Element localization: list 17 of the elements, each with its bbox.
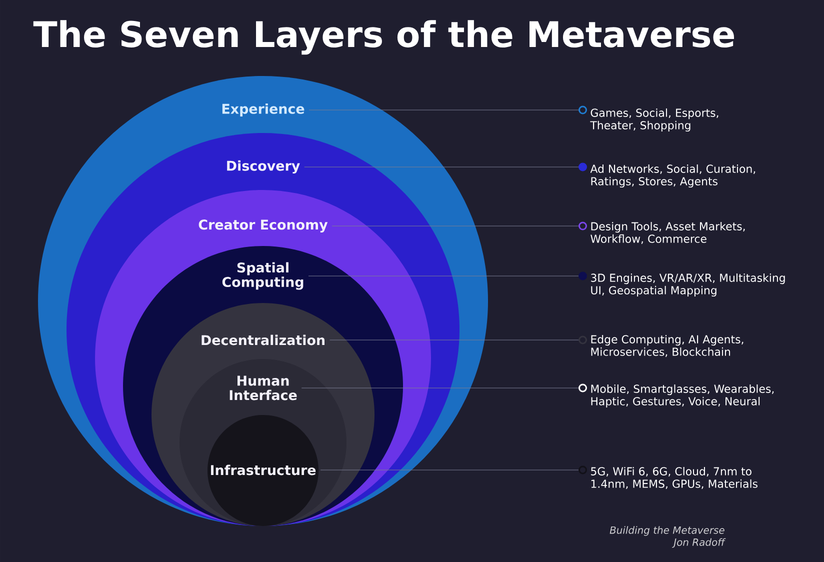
description-text: Edge Computing, AI Agents, Microservices, Blockchain bbox=[591, 334, 744, 357]
leader-line bbox=[332, 222, 588, 230]
leader-line bbox=[304, 162, 588, 172]
description-text: 5G, WiFi 6, 6G, Cloud, 7nm to 1.4nm, MEMS, GPUs, Materials bbox=[591, 466, 758, 489]
description-text: Design Tools, Asset Markets, Workflow, Commerce bbox=[590, 222, 745, 244]
description-text: 3D Engines, VR/AR/XR, Multitasking UI, Geospatial Mapping bbox=[591, 273, 785, 297]
leader-line bbox=[308, 272, 588, 280]
credit-text: Jon Radoff bbox=[672, 538, 726, 548]
description-text: Games, Social, Esports, Theater, Shopping bbox=[590, 108, 718, 132]
leader-line bbox=[308, 106, 588, 114]
leader-line bbox=[301, 384, 588, 392]
title: The Seven Layers of the Metaverse bbox=[33, 20, 734, 55]
description-text: Mobile, Smartglasses, Wearables, Haptic, Gestures, Voice, Neural bbox=[591, 384, 774, 408]
leader-line bbox=[329, 336, 588, 344]
credit-text: Building the Metaverse bbox=[610, 526, 724, 536]
description-text: Ad Networks, Social, Curation, Ratings, Stores, Agents bbox=[590, 164, 756, 188]
leader-line bbox=[320, 466, 588, 474]
